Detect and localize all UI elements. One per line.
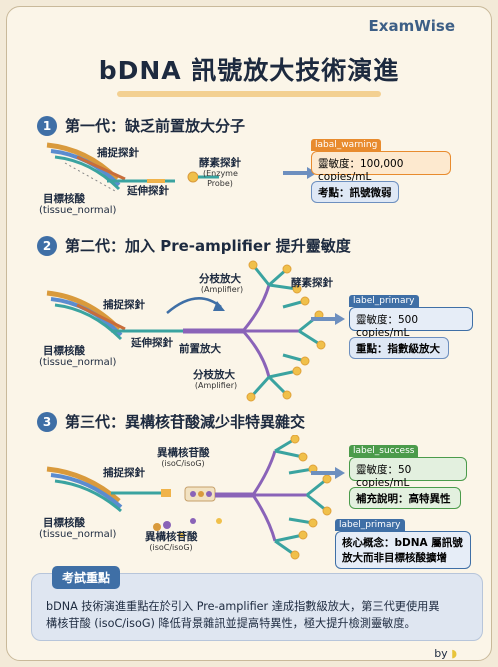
section1-warning-tag: labal_warning — [311, 139, 382, 151]
section1-extension-probe-label: 延伸探針 — [127, 185, 169, 197]
section3-supplement-box: 補充說明：高特異性 — [349, 487, 461, 509]
section3-core-line2: 放大而非目標核酸擴增 — [342, 552, 447, 564]
section3-iso-bottom-sub: (isoC/isoG) — [149, 543, 193, 552]
section3-target-label: 目標核酸 — [43, 517, 85, 529]
section3-primary-tag: label_primary — [335, 519, 405, 531]
section3-core-box: 核心概念：bDNA 屬訊號 放大而非目標核酸擴增 — [335, 531, 471, 569]
section2-extension-probe-label: 延伸探針 — [131, 337, 173, 349]
page-title: bDNA 訊號放大技術演進 — [98, 56, 400, 85]
section2-pre-amp-label: 前置放大 — [179, 343, 221, 355]
section1-number: 1 — [37, 115, 57, 136]
section2-point-box: 重點：指數級放大 — [349, 337, 449, 359]
section1-point: 考點：訊號微弱 — [318, 187, 392, 199]
section2-target-sub: (tissue_normal) — [39, 357, 117, 368]
exam-focus-line2: 構核苷酸 (isoC/isoG) 降低背景雜訊並提高特異性，極大提升檢測靈敏度。 — [46, 617, 416, 630]
section3-success-tag: label_success — [349, 445, 419, 457]
section2-target-label: 目標核酸 — [43, 345, 85, 357]
exam-focus-text: bDNA 技術演進重點在於引入 Pre-amplifier 達成指數級放大，第三… — [46, 598, 468, 632]
exam-focus-tag: 考試重點 — [52, 566, 121, 589]
section3-diagram — [46, 435, 345, 560]
section1-title: 第一代：缺乏前置放大分子 — [65, 117, 246, 135]
section2-title: 第二代：加入 Pre-amplifier 提升靈敏度 — [65, 237, 351, 255]
iso-nucleotides — [153, 486, 222, 538]
section2-branch-bottom-label: 分枝放大 — [193, 369, 235, 381]
enzyme-dots — [246, 260, 326, 402]
section3-sensitivity-box: 靈敏度：50 copies/mL — [349, 457, 467, 489]
title-underline — [117, 91, 381, 97]
section2-primary-tag: label_primary — [349, 295, 419, 307]
section1-point-box: 考點：訊號微弱 — [311, 181, 399, 203]
section3-core-line1: 核心概念：bDNA 屬訊號 — [342, 537, 463, 549]
brand-logo: ExamWise — [368, 17, 455, 35]
section2-capture-probe-label: 捕捉探針 — [103, 299, 145, 311]
section2-point: 重點：指數級放大 — [356, 343, 440, 355]
section3-supplement: 補充說明：高特異性 — [356, 493, 451, 505]
section3-iso-top-sub: (isoC/isoG) — [161, 459, 205, 468]
section2-branch-top-label: 分枝放大 — [199, 273, 241, 285]
section3-capture-probe-label: 捕捉探針 — [103, 467, 145, 479]
section1-capture-probe-label: 捕捉探針 — [97, 147, 139, 159]
section3-iso-bottom-label: 異構核苷酸 — [145, 531, 198, 543]
section2-sensitivity: 靈敏度：500 copies/mL — [356, 314, 419, 339]
banana-icon: ◗ — [451, 647, 457, 660]
capture-probe-1 — [76, 155, 126, 181]
section3-target-sub: (tissue_normal) — [39, 529, 117, 540]
branched-amplifier-tree-3 — [251, 437, 328, 557]
byline-text: by — [434, 647, 448, 660]
section3-sensitivity: 靈敏度：50 copies/mL — [356, 464, 412, 489]
exam-focus-box: 考試重點 bDNA 技術演進重點在於引入 Pre-amplifier 達成指數級… — [31, 566, 483, 641]
section2-branch-top-sub: (Amplifier) — [200, 285, 244, 294]
infographic-card: ExamWise bDNA 訊號放大技術演進 1 第一代：缺乏前置放大分子 捕捉… — [6, 6, 492, 661]
section1-enzyme-probe-sub: (Enzyme Probe) — [203, 169, 238, 188]
section2-heading: 2 第二代：加入 Pre-amplifier 提升靈敏度 — [37, 235, 351, 256]
section1-target-label: 目標核酸 — [43, 193, 85, 205]
byline: by ◗ — [434, 647, 457, 660]
section3-iso-top-label: 異構核苷酸 — [157, 447, 210, 459]
section1-sensitivity-box: 靈敏度：100,000 copies/mL — [311, 151, 451, 183]
section2-diagram — [46, 260, 345, 402]
section1-target-sub: (tissue_normal) — [39, 205, 117, 216]
enzyme-dots-3 — [290, 435, 332, 560]
section3-number: 3 — [37, 411, 57, 432]
section2-branch-bottom-sub: (Amplifier) — [194, 381, 238, 390]
section2-number: 2 — [37, 235, 57, 256]
section2-sensitivity-box: 靈敏度：500 copies/mL — [349, 307, 473, 339]
section1-diagram — [46, 142, 317, 192]
section3-heading: 3 第三代：異構核苷酸減少非特異雜交 — [37, 411, 305, 432]
section3-title: 第三代：異構核苷酸減少非特異雜交 — [65, 413, 306, 431]
section1-enzyme-probe-label: 酵素探針 — [199, 157, 241, 169]
section1-sensitivity: 靈敏度：100,000 copies/mL — [318, 158, 404, 183]
target-strand-3 — [46, 466, 123, 513]
capture-probe-2 — [76, 303, 126, 331]
exam-focus-line1: bDNA 技術演進重點在於引入 Pre-amplifier 達成指數級放大，第三… — [46, 600, 440, 613]
enzyme-probe-icon — [187, 171, 219, 183]
section2-enzyme-probe-label: 酵素探針 — [291, 277, 333, 289]
section1-heading: 1 第一代：缺乏前置放大分子 — [37, 115, 245, 136]
curved-arrow-icon — [166, 297, 222, 314]
